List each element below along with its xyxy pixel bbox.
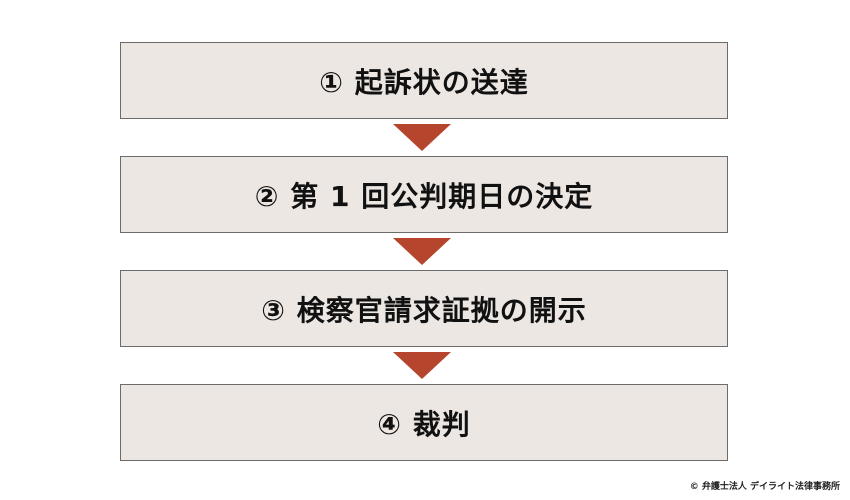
step-label-4: ④ 裁判	[377, 407, 471, 441]
arrow-down-icon	[393, 352, 451, 379]
step-box-1: ① 起訴状の送達	[120, 42, 728, 119]
arrow-down-icon	[393, 124, 451, 151]
step-label-1: ① 起訴状の送達	[319, 65, 529, 99]
step-label-2: ② 第 1 回公判期日の決定	[254, 179, 594, 213]
step-box-3: ③ 検察官請求証拠の開示	[120, 270, 728, 347]
step-label-3: ③ 検察官請求証拠の開示	[261, 293, 587, 327]
copyright-text: © 弁護士法人 デイライト法律事務所	[689, 482, 840, 492]
step-box-2: ② 第 1 回公判期日の決定	[120, 156, 728, 233]
step-box-4: ④ 裁判	[120, 384, 728, 461]
arrow-down-icon	[393, 238, 451, 265]
